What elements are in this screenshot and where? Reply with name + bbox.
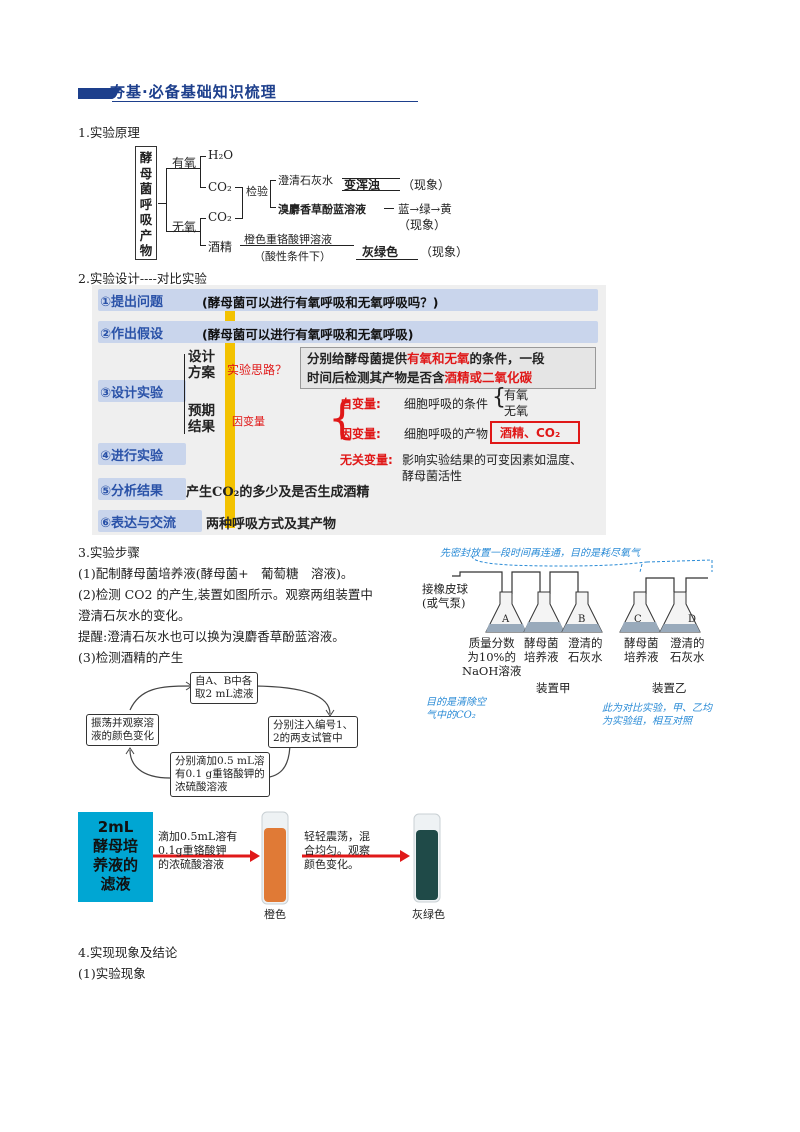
irr-var-text-1: 影响实验结果的可变因素如温度、 xyxy=(402,453,583,467)
h2o-label: H₂O xyxy=(208,148,234,162)
step-text-2b: 澄清石灰水的变化。 xyxy=(78,608,191,623)
apparatus-right-note: 此为对比实验，甲、乙均 为实验组，相互对照 xyxy=(602,703,712,727)
limewater-label-1: 澄清的 石灰水 xyxy=(568,636,603,664)
setup-b-label: 装置乙 xyxy=(652,681,687,695)
design-step-1: ①提出问题 (酵母菌可以进行有氧呼吸和无氧呼吸吗？) xyxy=(98,289,598,311)
step6-desc: 两种呼吸方式及其产物 xyxy=(206,517,337,532)
plan-label: 设计 方案 xyxy=(188,349,215,381)
alcohol-label: 酒精 xyxy=(208,240,233,254)
flask-c-label: C xyxy=(634,614,642,625)
idea-box: 分别给酵母菌提供有氧和无氧的条件，一段 时间后检测其产物是否含酒精或二氧化碳 xyxy=(300,347,596,389)
flask-drawing xyxy=(452,555,713,633)
design-step-6: ⑥表达与交流 xyxy=(98,510,202,532)
principle-diagram: 酵母菌呼吸产物 有氧 无氧 H₂O CO₂ CO₂ 酒精 检验 澄清石灰水 变浑… xyxy=(130,142,530,268)
co2-aerobic-label: CO₂ xyxy=(208,180,232,194)
step-text-1: (1)配制酵母菌培养液(酵母菌+ 葡萄糖 溶液)。 xyxy=(78,566,354,581)
dep-var-text: 细胞呼吸的产物 xyxy=(404,427,489,441)
co2-anaerobic-label: CO₂ xyxy=(208,210,232,224)
step-text-2a: (2)检测 CO2 的产生,装置如图所示。观察两组装置中 xyxy=(78,587,373,602)
cycle-box-2: 分别注入编号1、 2的两支试管中 xyxy=(268,716,359,748)
phenomenon-3: （现象） xyxy=(420,245,469,259)
brace-icon: { xyxy=(328,393,356,444)
photo-drawing xyxy=(153,811,441,905)
setup-a-label: 装置甲 xyxy=(536,681,571,695)
dep-var-note: 因变量 xyxy=(232,415,265,428)
expect-label: 预期 结果 xyxy=(188,403,215,435)
aerobic-label: 有氧 xyxy=(172,156,197,170)
graygreen-result: 灰绿色 xyxy=(362,245,399,259)
dep-var-box: 酒精、CO₂ xyxy=(490,421,580,444)
limewater-label-2: 澄清的 石灰水 xyxy=(670,636,705,664)
section-3-title: 3.实验步骤 xyxy=(78,545,140,560)
experiment-design-panel: ①提出问题 (酵母菌可以进行有氧呼吸和无氧呼吸吗？) ②作出假设 (酵母菌可以进… xyxy=(92,285,606,535)
indep-var-label: 自变量: xyxy=(340,397,381,411)
irr-var-text-2: 酵母菌活性 xyxy=(402,469,463,483)
step-text-3: 提醒:澄清石灰水也可以换为溴麝香草酚蓝溶液。 xyxy=(78,629,345,644)
cycle-box-1: 自A、B中各 取2 mL滤液 xyxy=(190,672,259,704)
cycle-box-3: 分别滴加0.5 mL溶 有0.1 g重铬酸钾的 浓硫酸溶液 xyxy=(170,752,270,797)
cycle-box-4: 振荡并观察溶 液的颜色变化 xyxy=(86,714,159,746)
flask-a-label: A xyxy=(502,614,510,625)
section-header-title: 夯基·必备基础知识梳理 xyxy=(110,83,277,101)
dichromate-reagent: 橙色重铬酸钾溶液 xyxy=(244,233,332,246)
principle-subject-box: 酵母菌呼吸产物 xyxy=(135,146,157,260)
design-step-2: ②作出假设 (酵母菌可以进行有氧呼吸和无氧呼吸) xyxy=(98,321,598,343)
naoh-label: 质量分数 为10%的 NaOH溶液 xyxy=(462,636,522,678)
apparatus-figure: 先密封放置一段时间再连通，目的是耗尽氧气 A B C D 接橡皮球 (或气泵) … xyxy=(412,542,732,742)
design-step-4: ④进行实验 xyxy=(98,443,186,465)
graygreen-label: 灰绿色 xyxy=(412,908,445,921)
step5-desc: 产生CO₂的多少及是否生成酒精 xyxy=(186,485,370,500)
small-brace-icon: { xyxy=(492,385,506,410)
section-2-title: 2.实验设计----对比实验 xyxy=(78,271,207,286)
flask-d-label: D xyxy=(688,614,697,625)
pump-label: 接橡皮球 (或气泵) xyxy=(422,582,468,610)
section-4-title: 4.实现现象及结论 xyxy=(78,945,178,960)
section-4-sub: (1)实验现象 xyxy=(78,966,146,981)
flask-b-label: B xyxy=(578,614,586,625)
color-change-result: 蓝→绿→黄 xyxy=(398,202,452,216)
apparatus-top-note: 先密封放置一段时间再连通，目的是耗尽氧气 xyxy=(440,548,640,559)
alcohol-test-cycle: 自A、B中各 取2 mL滤液 分别注入编号1、 2的两支试管中 分别滴加0.5 … xyxy=(80,668,380,804)
dep-var-label: 因变量: xyxy=(340,427,381,441)
btb-reagent: 溴麝香草酚蓝溶液 xyxy=(278,203,366,216)
alcohol-test-photo: 2mL 酵母培 养液的 滤液 滴加0.5mL溶有 0.1g重铬酸钾 的浓硫酸溶液… xyxy=(78,806,456,921)
indep-aerobic: 有氧 xyxy=(504,388,529,402)
turbid-result: 变浑浊 xyxy=(344,178,381,192)
acidic-condition: （酸性条件下） xyxy=(254,250,331,263)
indep-anaerobic: 无氧 xyxy=(504,404,529,418)
yeast-label-2: 酵母菌 培养液 xyxy=(624,636,659,664)
limewater-reagent: 澄清石灰水 xyxy=(278,174,333,187)
photo-arrow2-text: 轻轻震荡，混 合均匀。观察 颜色变化。 xyxy=(304,830,370,871)
orange-label: 橙色 xyxy=(264,908,286,921)
design-step-5: ⑤分析结果 xyxy=(98,478,186,500)
idea-label: 实验思路？ xyxy=(227,363,288,377)
step-text-4: (3)检测酒精的产生 xyxy=(78,650,184,665)
detect-label: 检验 xyxy=(246,185,268,198)
irr-var-label: 无关变量: xyxy=(340,453,393,467)
section-header: 夯基·必备基础知识梳理 xyxy=(78,82,418,104)
design-step-3: ③设计实验 xyxy=(98,380,186,402)
phenomenon-1: （现象） xyxy=(402,178,451,192)
photo-arrow1-text: 滴加0.5mL溶有 0.1g重铬酸钾 的浓硫酸溶液 xyxy=(158,830,238,871)
phenomenon-2: （现象） xyxy=(398,218,447,232)
anaerobic-label: 无氧 xyxy=(172,220,197,234)
apparatus-left-note: 目的是清除空 气中的CO₂ xyxy=(426,697,486,721)
filtrate-label: 2mL 酵母培 养液的 滤液 xyxy=(78,812,153,902)
section-1-title: 1.实验原理 xyxy=(78,125,140,140)
indep-var-text: 细胞呼吸的条件 xyxy=(404,397,489,411)
yeast-label-1: 酵母菌 培养液 xyxy=(524,636,559,664)
